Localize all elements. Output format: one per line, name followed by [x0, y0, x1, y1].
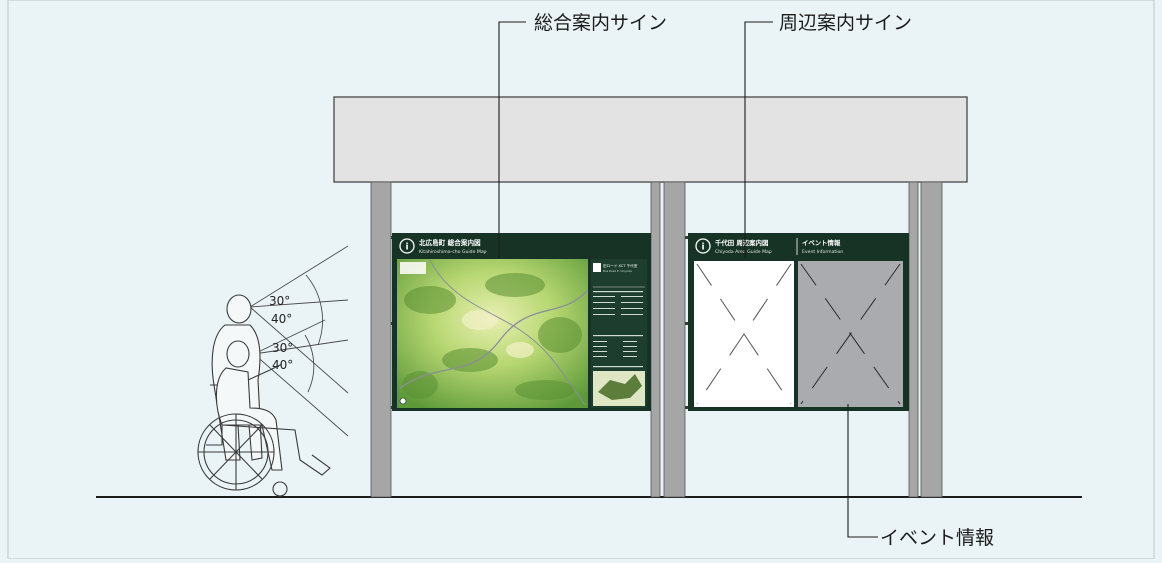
angle-wheelchair-lower: 40° — [272, 358, 293, 372]
callout-event-info: イベント情報 — [880, 527, 994, 549]
area-title-en: Chiyoda Area Guide Map — [715, 249, 772, 255]
post-left — [370, 181, 392, 498]
post-right-a — [908, 181, 919, 498]
info-icon — [695, 238, 711, 254]
board-title-jp: 北広島町 総合案内図 — [419, 238, 481, 247]
callout-area-sign: 周辺案内サイン — [779, 12, 912, 34]
map-logo-badge — [400, 262, 426, 274]
map-road-2 — [429, 259, 586, 406]
post-center-b — [663, 181, 686, 498]
info-icon-glyph: i — [405, 243, 408, 253]
sight-lines — [249, 245, 349, 437]
event-title-jp: イベント情報 — [802, 238, 841, 247]
route-icon — [593, 263, 601, 272]
support-posts — [370, 181, 943, 498]
info-icon-glyph: i — [701, 243, 704, 253]
callout-general-sign: 総合案内サイン — [534, 12, 667, 34]
area-title-jp: 千代田 周辺案内図 — [715, 238, 768, 247]
wheelchair-user-figure — [197, 340, 331, 497]
map-road — [399, 289, 589, 389]
area-guide-board: i 千代田 周辺案内図 Chiyoda Area Guide Map イベント情… — [688, 233, 909, 411]
event-title-en: Event Information — [802, 249, 843, 255]
inset-region — [598, 374, 642, 400]
general-guide-board: i 北広島町 総合案内図 Kitahiroshima-cho Guide Map… — [392, 233, 651, 411]
callout-leaders — [498, 21, 878, 538]
board-title-en: Kitahiroshima-cho Guide Map — [419, 249, 487, 255]
north-arrow — [399, 397, 407, 405]
angle-wheelchair-upper: 30° — [272, 341, 293, 355]
post-center-a — [650, 181, 661, 498]
map-terrain — [402, 273, 582, 400]
legend-lines — [593, 291, 643, 368]
route-sub: Bus Road E. Chiyoda — [603, 269, 632, 273]
post-right-b — [920, 181, 943, 498]
angle-standing-upper: 30° — [269, 294, 290, 308]
canopy-roof — [333, 96, 968, 183]
standing-person-figure — [211, 294, 263, 461]
angle-standing-lower: 40° — [271, 312, 292, 326]
info-icon — [399, 238, 415, 254]
route-label: 旧ロード XCT 千代田 — [603, 263, 638, 268]
